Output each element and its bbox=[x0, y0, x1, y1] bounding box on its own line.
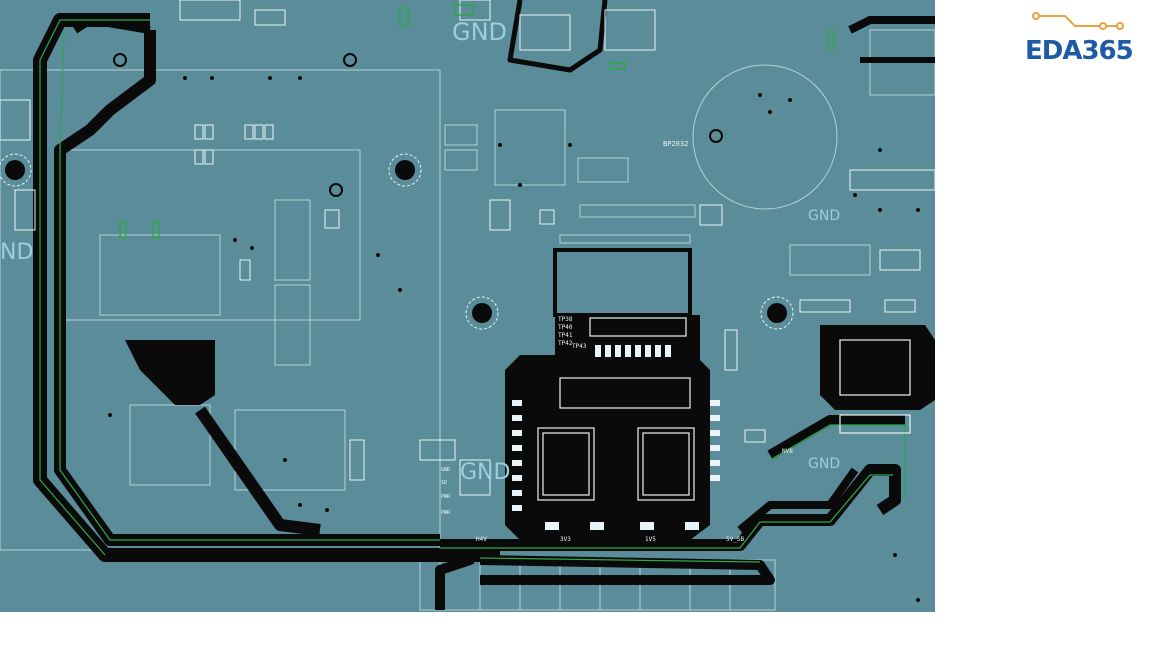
component-ref: TP42 bbox=[558, 340, 573, 347]
connector-pin-label: GND bbox=[441, 467, 451, 473]
rail-label: 3V3 bbox=[560, 536, 571, 543]
component-ref: TP38 bbox=[558, 316, 573, 323]
connector-pin-label: PWR bbox=[441, 510, 451, 516]
eda365-logo-text: EDA365 bbox=[1025, 36, 1134, 66]
component-ref: TP40 bbox=[558, 324, 573, 331]
eda365-circuit-icon bbox=[1032, 12, 1124, 30]
component-ref: BP2032 bbox=[663, 140, 689, 148]
pcb-layout-view[interactable]: GND GND GND GND ND BP2032 TP38 TP40 TP41… bbox=[0, 0, 935, 612]
component-ref: TP41 bbox=[558, 332, 573, 339]
gnd-net-label: GND bbox=[808, 208, 841, 224]
rail-label: 1V5 bbox=[645, 536, 656, 543]
pcb-artwork bbox=[0, 0, 935, 611]
rail-label: H4V bbox=[476, 536, 487, 543]
rail-label: 5V_SB bbox=[726, 536, 745, 543]
connector-pin-label: PWR bbox=[441, 494, 451, 500]
rail-label: NV8 bbox=[782, 448, 793, 455]
gnd-net-label: ND bbox=[0, 240, 34, 265]
connector-pin-label: SD bbox=[441, 480, 448, 486]
component-ref: TP43 bbox=[572, 343, 587, 350]
gnd-net-label: GND bbox=[460, 460, 511, 485]
gnd-net-label: GND bbox=[808, 456, 841, 472]
gnd-net-label: GND bbox=[452, 18, 508, 46]
